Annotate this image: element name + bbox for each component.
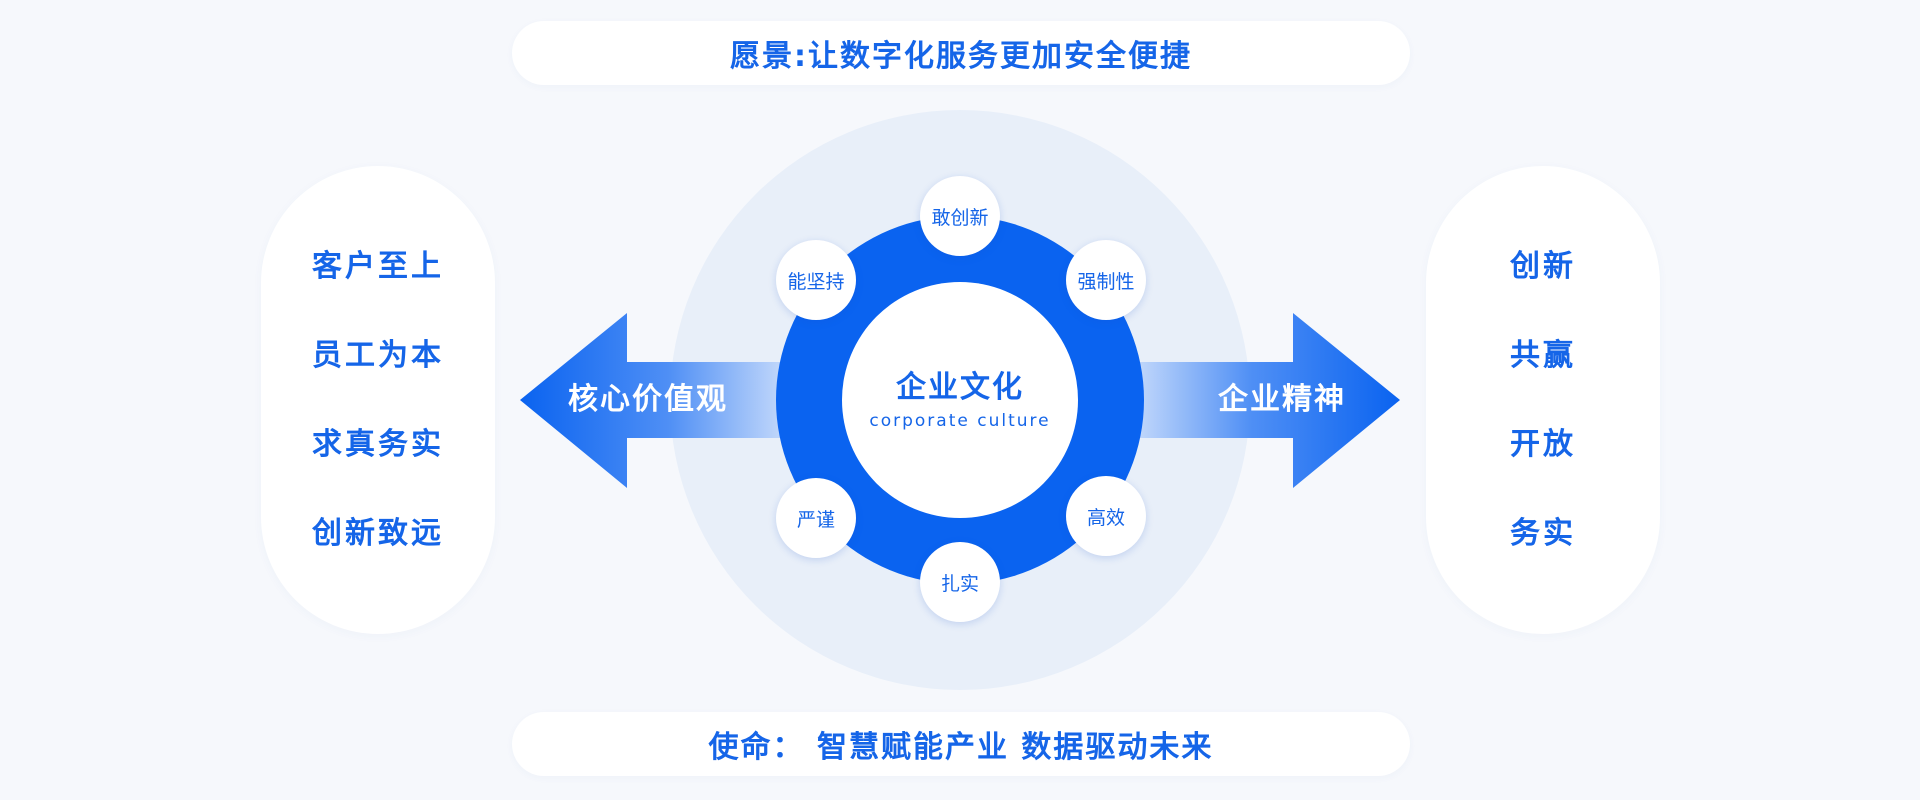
culture-title: 企业文化 <box>896 370 1024 405</box>
enterprise-spirit-label: 企业精神 <box>1218 382 1346 417</box>
culture-node: 敢创新 <box>920 176 1000 256</box>
right-arrow-shape <box>1130 313 1400 488</box>
culture-node: 扎实 <box>920 542 1000 622</box>
spirit-item: 务实 <box>1510 516 1576 551</box>
culture-node: 强制性 <box>1066 240 1146 320</box>
vision-text: 愿景:让数字化服务更加安全便捷 <box>730 39 1192 74</box>
culture-subtitle: corporate culture <box>869 411 1051 431</box>
core-value-item: 客户至上 <box>312 249 444 284</box>
left-arrow-shape <box>520 313 790 488</box>
culture-node: 能坚持 <box>776 240 856 320</box>
core-values-label: 核心价值观 <box>568 382 728 417</box>
core-value-item: 创新致远 <box>312 516 444 551</box>
mission-text: 使命： 智慧赋能产业 数据驱动未来 <box>708 730 1214 765</box>
mission-banner: 使命： 智慧赋能产业 数据驱动未来 <box>512 712 1410 776</box>
core-values-panel: 客户至上 员工为本 求真务实 创新致远 <box>261 166 495 634</box>
culture-node: 高效 <box>1066 476 1146 556</box>
culture-node: 严谨 <box>776 478 856 558</box>
vision-banner: 愿景:让数字化服务更加安全便捷 <box>512 21 1410 85</box>
spirit-item: 共赢 <box>1510 338 1576 373</box>
spirit-item: 创新 <box>1510 249 1576 284</box>
spirit-item: 开放 <box>1510 427 1576 462</box>
core-value-item: 求真务实 <box>312 427 444 462</box>
enterprise-spirit-panel: 创新 共赢 开放 务实 <box>1426 166 1660 634</box>
culture-core: 企业文化 corporate culture <box>842 282 1078 518</box>
core-value-item: 员工为本 <box>312 338 444 373</box>
